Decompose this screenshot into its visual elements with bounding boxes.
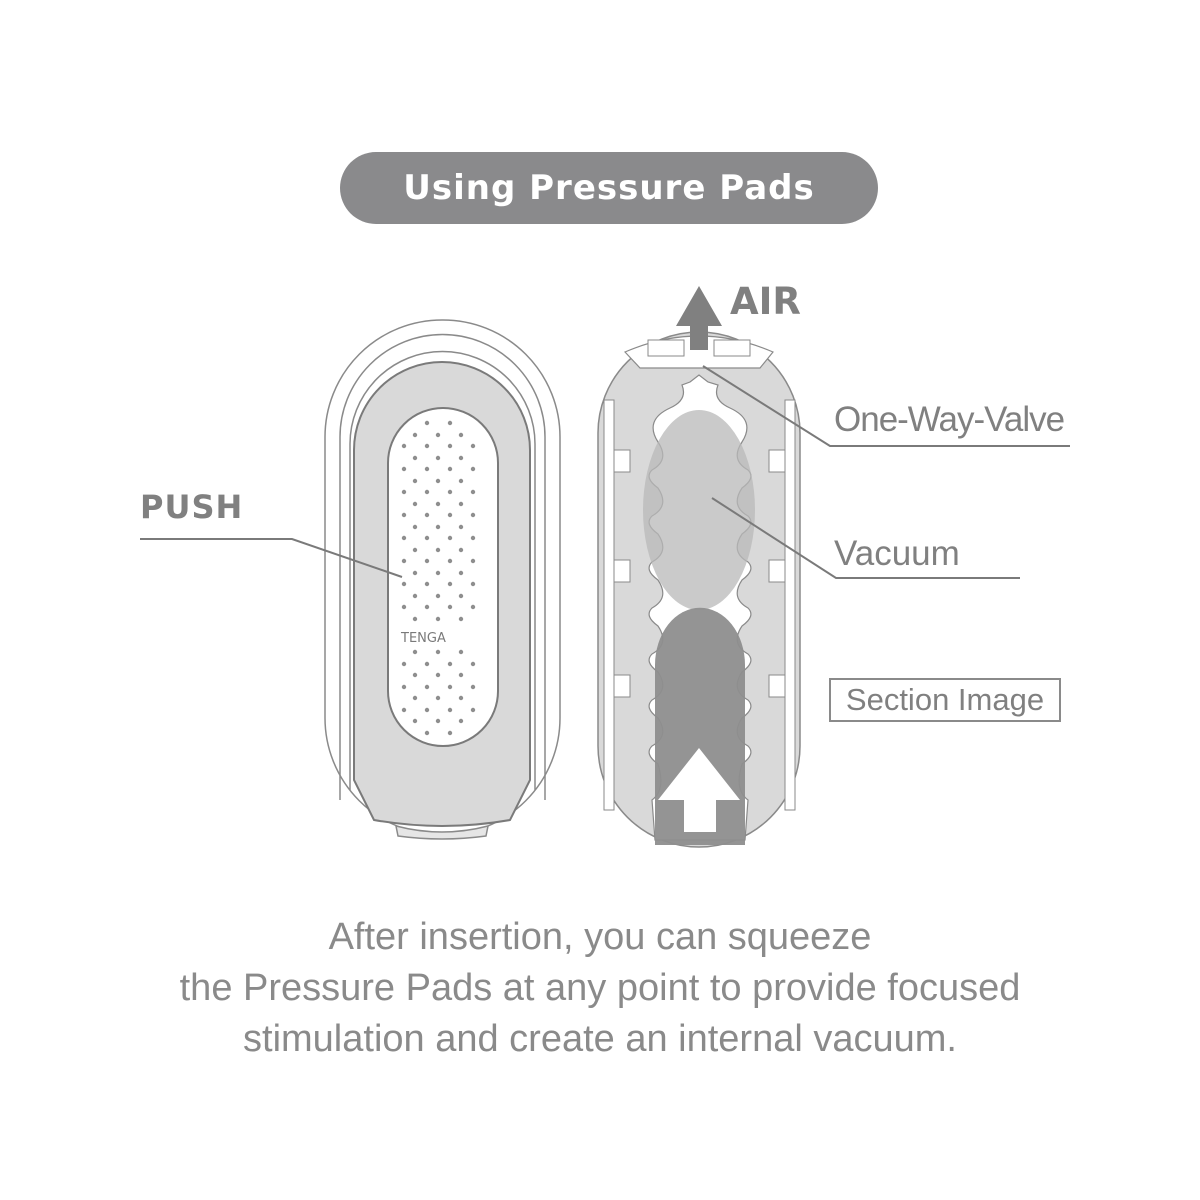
caption-line: stimulation and create an internal vacuu… xyxy=(243,1018,957,1060)
insertion-arrow-icon xyxy=(658,748,740,832)
section-image-label: Section Image xyxy=(845,682,1045,717)
valve-leader-line xyxy=(702,365,1070,447)
brand-logo: TENGA xyxy=(400,631,446,646)
vacuum-leader-line xyxy=(711,497,1020,579)
one-way-valve-callout: One-Way-Valve xyxy=(834,400,1065,439)
title-banner: Using Pressure Pads xyxy=(340,152,878,224)
pressure-pad-dots xyxy=(401,420,476,736)
caption-line: After insertion, you can squeeze xyxy=(328,916,872,958)
push-callout: PUSH xyxy=(140,488,244,526)
caption: After insertion, you can squeeze the Pre… xyxy=(100,912,1100,1065)
device-exterior xyxy=(324,319,561,840)
push-leader-line xyxy=(140,538,403,578)
air-arrow-icon xyxy=(676,286,722,350)
caption-line: the Pressure Pads at any point to provid… xyxy=(179,967,1021,1009)
page-title: Using Pressure Pads xyxy=(403,168,815,208)
air-callout: AIR xyxy=(730,280,801,323)
section-image-tag: Section Image xyxy=(829,678,1061,722)
vacuum-callout: Vacuum xyxy=(834,534,960,573)
device-section xyxy=(597,331,801,848)
